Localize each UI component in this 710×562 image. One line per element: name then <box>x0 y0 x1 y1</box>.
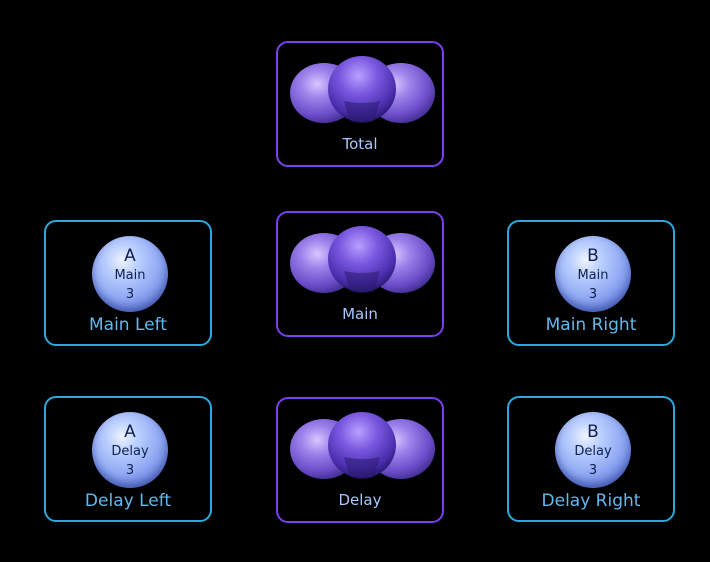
speaker-orb-icon: B Main 3 <box>555 236 631 312</box>
speaker-label-delay-left: Delay Left <box>84 491 172 511</box>
speaker-letter: B <box>587 422 599 442</box>
speaker-card-main-left[interactable]: A Main 3 Main Left <box>44 220 212 346</box>
speaker-card-delay-right[interactable]: B Delay 3 Delay Right <box>507 396 675 522</box>
speaker-label-main-right: Main Right <box>545 315 637 335</box>
speaker-type: Main <box>114 268 146 283</box>
group-card-main[interactable]: Main <box>276 211 444 337</box>
speaker-group-icon <box>290 56 435 123</box>
group-label-total: Total <box>342 135 378 153</box>
speaker-orb-icon: B Delay 3 <box>555 412 631 488</box>
speaker-count: 3 <box>125 463 135 478</box>
group-card-delay[interactable]: Delay <box>276 397 444 523</box>
speaker-type: Main <box>577 268 609 283</box>
speaker-group-icon <box>290 226 435 293</box>
speaker-orb-icon: A Main 3 <box>92 236 168 312</box>
speaker-card-main-right[interactable]: B Main 3 Main Right <box>507 220 675 346</box>
speaker-count: 3 <box>588 287 598 302</box>
speaker-orb-icon: A Delay 3 <box>92 412 168 488</box>
speaker-letter: A <box>124 246 136 266</box>
speaker-count: 3 <box>588 463 598 478</box>
speaker-type: Delay <box>111 444 149 459</box>
speaker-label-main-left: Main Left <box>89 315 167 335</box>
group-label-delay: Delay <box>338 491 382 509</box>
speaker-card-delay-left[interactable]: A Delay 3 Delay Left <box>44 396 212 522</box>
speaker-count: 3 <box>125 287 135 302</box>
group-label-main: Main <box>342 305 378 323</box>
speaker-group-icon <box>290 412 435 479</box>
speaker-letter: A <box>124 422 136 442</box>
speaker-type: Delay <box>574 444 612 459</box>
speaker-label-delay-right: Delay Right <box>541 491 641 511</box>
speaker-letter: B <box>587 246 599 266</box>
group-card-total[interactable]: Total <box>276 41 444 167</box>
